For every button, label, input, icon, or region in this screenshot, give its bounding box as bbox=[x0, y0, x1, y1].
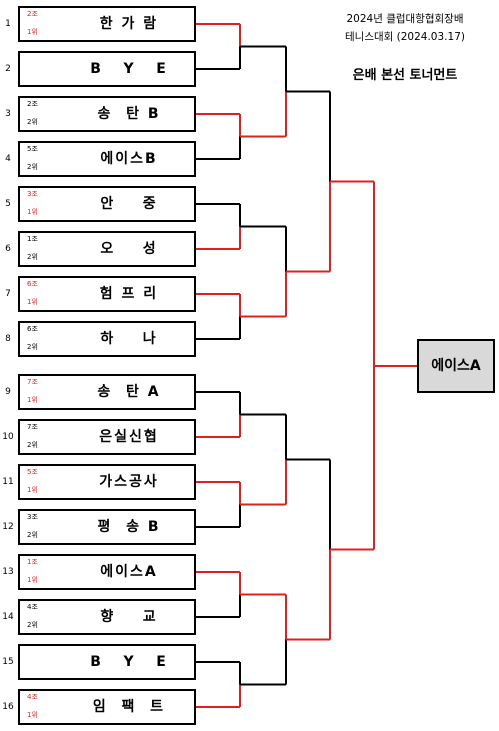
team-rank: 2위 bbox=[27, 441, 38, 449]
team-rank: 1위 bbox=[27, 576, 38, 584]
seed-number: 4 bbox=[5, 154, 11, 164]
team-rank: 1위 bbox=[27, 208, 38, 216]
seed-number: 7 bbox=[5, 289, 11, 299]
team-rank: 2위 bbox=[27, 163, 38, 171]
seed-number: 9 bbox=[5, 387, 11, 397]
bracket-subtitle: 은배 본선 토너먼트 bbox=[352, 68, 458, 83]
team-box: 4조 1위 임 팩 트 bbox=[18, 689, 196, 725]
seed-number: 3 bbox=[5, 109, 11, 119]
team-rank: 2위 bbox=[27, 531, 38, 539]
team-name: 오 성 bbox=[100, 241, 158, 257]
team-name: B Y E bbox=[90, 654, 168, 670]
team-box: B Y E bbox=[18, 644, 196, 680]
seed-number: 5 bbox=[5, 199, 11, 209]
team-name: 은실신협 bbox=[99, 429, 159, 445]
team-group: 2조 bbox=[27, 10, 38, 18]
team-box: 2조 2위 송 탄 B bbox=[18, 96, 196, 132]
team-name: 한 가 람 bbox=[99, 16, 159, 32]
team-box: 3조 2위 평 송 B bbox=[18, 509, 196, 545]
seed-number: 10 bbox=[2, 432, 14, 442]
title-line-2: 테니스대회 (2024.03.17) bbox=[345, 31, 465, 43]
team-group: 2조 bbox=[27, 100, 38, 108]
team-group: 7조 bbox=[27, 378, 38, 386]
team-box: 1조 2위 오 성 bbox=[18, 231, 196, 267]
seed-number: 11 bbox=[2, 477, 14, 487]
team-box: 6조 2위 하 나 bbox=[18, 321, 196, 357]
seed-number: 2 bbox=[5, 64, 11, 74]
winner-box: 에이스A bbox=[417, 339, 495, 393]
team-rank: 1위 bbox=[27, 298, 38, 306]
seed-number: 16 bbox=[2, 702, 14, 712]
seed-number: 8 bbox=[5, 334, 11, 344]
team-box: 3조 1위 안 중 bbox=[18, 186, 196, 222]
team-name: 에이스B bbox=[100, 151, 158, 167]
team-box: 5조 2위 에이스B bbox=[18, 141, 196, 177]
team-group: 5조 bbox=[27, 145, 38, 153]
seed-number: 12 bbox=[2, 522, 14, 532]
title-line-1: 2024년 클럽대항협회장배 bbox=[346, 13, 464, 25]
team-name: 향 교 bbox=[100, 609, 158, 625]
seed-number: 14 bbox=[2, 612, 14, 622]
team-box: 6조 1위 험 프 리 bbox=[18, 276, 196, 312]
team-group: 3조 bbox=[27, 513, 38, 521]
team-box: 7조 1위 송 탄 A bbox=[18, 374, 196, 410]
team-rank: 2위 bbox=[27, 118, 38, 126]
team-rank: 2위 bbox=[27, 343, 38, 351]
team-box: 4조 2위 향 교 bbox=[18, 599, 196, 635]
team-box: 7조 2위 은실신협 bbox=[18, 419, 196, 455]
seed-number: 1 bbox=[5, 19, 11, 29]
team-group: 6조 bbox=[27, 280, 38, 288]
team-name: 가스공사 bbox=[99, 474, 159, 490]
team-group: 4조 bbox=[27, 603, 38, 611]
team-rank: 1위 bbox=[27, 28, 38, 36]
seed-number: 13 bbox=[2, 567, 14, 577]
team-rank: 1위 bbox=[27, 711, 38, 719]
team-group: 1조 bbox=[27, 235, 38, 243]
team-name: 하 나 bbox=[100, 331, 158, 347]
team-name: 안 중 bbox=[100, 196, 158, 212]
team-rank: 2위 bbox=[27, 253, 38, 261]
team-name: 에이스A bbox=[100, 564, 158, 580]
team-group: 4조 bbox=[27, 693, 38, 701]
team-box: 1조 1위 에이스A bbox=[18, 554, 196, 590]
team-name: 송 탄 B bbox=[97, 106, 161, 122]
seed-number: 6 bbox=[5, 244, 11, 254]
team-name: 평 송 B bbox=[97, 519, 161, 535]
team-name: B Y E bbox=[90, 61, 168, 77]
team-rank: 1위 bbox=[27, 486, 38, 494]
team-rank: 2위 bbox=[27, 621, 38, 629]
team-box: B Y E bbox=[18, 51, 196, 87]
team-group: 3조 bbox=[27, 190, 38, 198]
team-group: 6조 bbox=[27, 325, 38, 333]
team-name: 임 팩 트 bbox=[92, 699, 166, 715]
team-rank: 1위 bbox=[27, 396, 38, 404]
team-group: 5조 bbox=[27, 468, 38, 476]
team-group: 7조 bbox=[27, 423, 38, 431]
seed-number: 15 bbox=[2, 657, 14, 667]
team-name: 송 탄 A bbox=[97, 384, 161, 400]
team-name: 험 프 리 bbox=[99, 286, 159, 302]
team-box: 2조 1위 한 가 람 bbox=[18, 6, 196, 42]
team-group: 1조 bbox=[27, 558, 38, 566]
team-box: 5조 1위 가스공사 bbox=[18, 464, 196, 500]
